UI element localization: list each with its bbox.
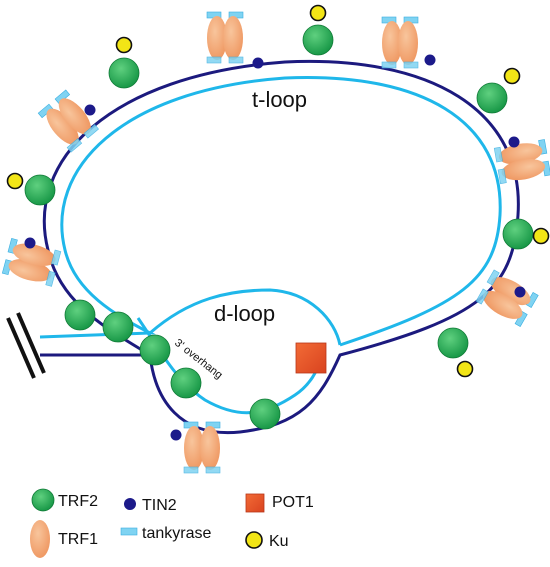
legend-trf2-label: TRF2 [58, 493, 98, 510]
pot1-protein-icon [295, 342, 327, 374]
trf1-protein-icon [206, 11, 244, 64]
legend-tankyrase-label: tankyrase [142, 525, 211, 542]
trf1-protein-icon [30, 520, 50, 558]
tankyrase-protein-icon [120, 527, 138, 536]
tin2-protein-icon [252, 57, 264, 69]
trf2-protein-icon [249, 398, 281, 430]
tin2-protein-icon [84, 104, 96, 116]
ku-protein-icon [245, 531, 263, 549]
overhang-strand [136, 317, 322, 415]
tin2-protein-icon [24, 237, 36, 249]
pot1-protein-icon [245, 493, 265, 513]
ku-protein-icon [503, 67, 521, 85]
ku-protein-icon [532, 227, 550, 245]
trf2-protein-icon [139, 334, 171, 366]
trf2-protein-icon [108, 57, 140, 89]
legend-ku-label: Ku [269, 533, 289, 550]
trf2-protein-icon [302, 24, 334, 56]
trf2-protein-icon [31, 488, 55, 512]
trf2-protein-icon [437, 327, 469, 359]
trf1-protein-icon [475, 269, 539, 328]
tin2-protein-icon [170, 429, 182, 441]
d-loop-strand [149, 288, 342, 346]
tin2-protein-icon [424, 54, 436, 66]
trf2-protein-icon [476, 82, 508, 114]
tin2-protein-icon [508, 136, 520, 148]
ku-protein-icon [6, 172, 24, 190]
ku-protein-icon [115, 36, 133, 54]
trf2-protein-icon [64, 299, 96, 331]
legend: TRF2 TIN2 POT1 TRF1 tankyrase Ku [30, 488, 314, 558]
trf2-protein-icon [170, 367, 202, 399]
ku-protein-icon [456, 360, 474, 378]
tin2-protein-icon [124, 498, 136, 510]
ku-protein-icon [309, 4, 327, 22]
trf1-protein-icon [37, 89, 100, 153]
chromosome-end-cap [6, 312, 46, 379]
t-loop-outer-strand [40, 59, 520, 435]
t-loop-inner-strand [39, 76, 502, 347]
trf2-protein-icon [102, 311, 134, 343]
trf2-protein-icon [24, 174, 56, 206]
t-loop-label: t-loop [252, 87, 307, 112]
trf2-protein-icon [502, 218, 534, 250]
legend-pot1-label: POT1 [272, 494, 314, 511]
legend-trf1-label: TRF1 [58, 531, 98, 548]
legend-tin2-label: TIN2 [142, 497, 177, 514]
trf1-protein-icon [381, 16, 419, 69]
tin2-protein-icon [514, 286, 526, 298]
d-loop-label: d-loop [214, 301, 275, 326]
trf1-protein-icon [493, 138, 550, 185]
